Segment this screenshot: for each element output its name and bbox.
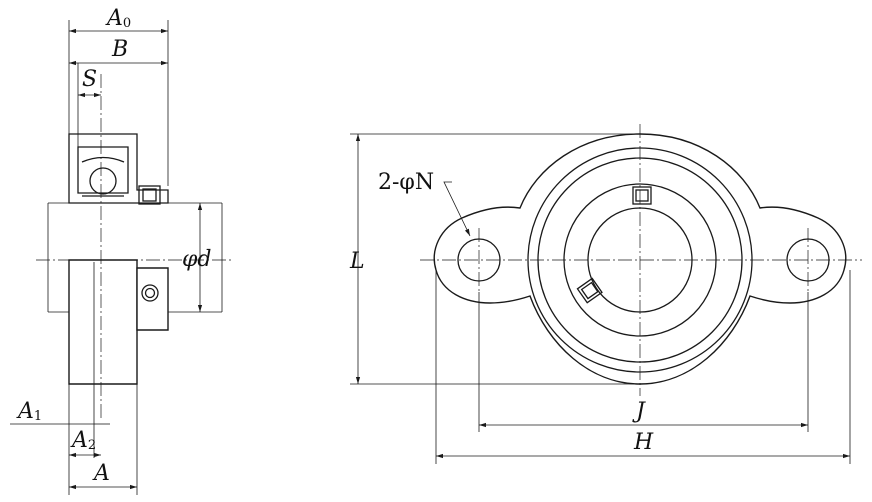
dim-phi-d: φd bbox=[182, 247, 212, 272]
housing-hub-section bbox=[136, 267, 169, 331]
set-screw-front-top bbox=[632, 186, 652, 205]
dim-bolt-holes: 2-φN bbox=[378, 170, 434, 195]
dim-S: S bbox=[82, 67, 97, 92]
dim-J: J bbox=[632, 399, 646, 424]
dim-H: H bbox=[633, 430, 654, 455]
front-view bbox=[420, 124, 862, 396]
bearing-insert-section bbox=[68, 133, 169, 205]
set-screw-top-icon bbox=[138, 185, 161, 205]
dim-A: A bbox=[92, 461, 110, 486]
housing-flange-section bbox=[68, 259, 138, 385]
front-view-dimensions: L J H 2-φN bbox=[349, 133, 851, 464]
dim-A2: A2 bbox=[70, 428, 96, 453]
dim-A0: A0 bbox=[105, 6, 131, 31]
set-screw-front-left bbox=[576, 277, 603, 304]
set-screw-icon bbox=[141, 284, 159, 302]
dim-L: L bbox=[349, 249, 365, 274]
dim-A1: A1 bbox=[16, 399, 42, 424]
dim-B: B bbox=[111, 37, 128, 62]
ball-icon bbox=[89, 167, 117, 195]
side-view-dimensions: A0 B S φd A1 A2 A bbox=[10, 6, 212, 495]
